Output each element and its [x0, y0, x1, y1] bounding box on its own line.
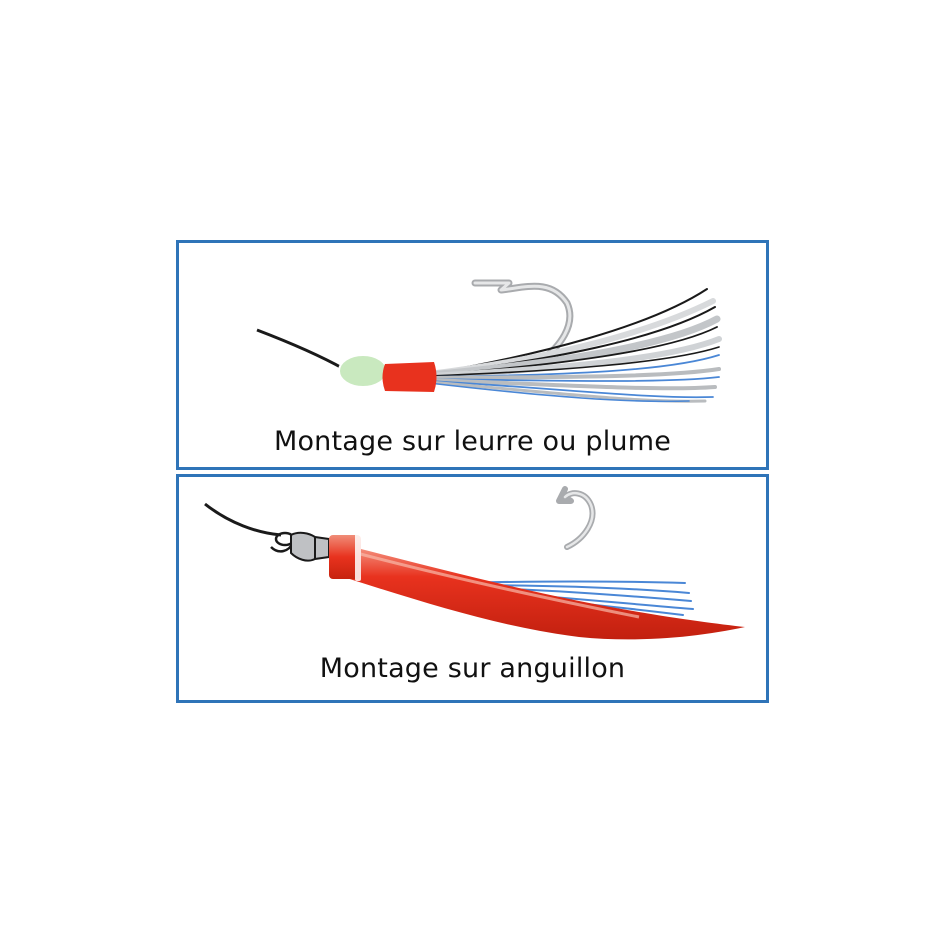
bead-icon	[338, 354, 388, 388]
eel-lure-illustration	[204, 486, 745, 640]
eel-sleeve	[329, 535, 361, 579]
fishing-line	[256, 328, 345, 371]
panel-caption: Montage sur leurre ou plume	[273, 426, 672, 457]
panel-eel-rig: Montage sur anguillon	[176, 474, 769, 703]
feather-fringe	[425, 288, 722, 403]
red-sleeve	[382, 362, 437, 392]
swivel-body	[290, 531, 330, 562]
panel-lure-feather-rig: Montage sur leurre ou plume	[176, 240, 769, 470]
eel-body	[337, 543, 745, 640]
hook-barb-icon	[473, 281, 572, 363]
fishing-line	[204, 502, 282, 537]
lure-feather-illustration	[256, 279, 722, 403]
panel-caption: Montage sur anguillon	[319, 653, 626, 684]
